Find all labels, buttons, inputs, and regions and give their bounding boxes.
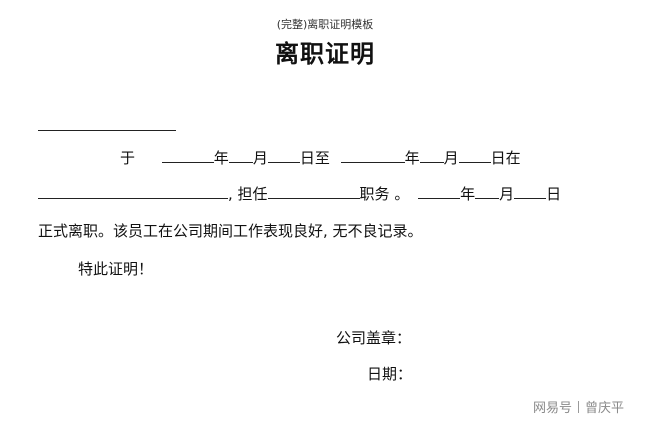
start-day-blank: [267, 148, 300, 163]
leave-day-blank: [514, 184, 547, 199]
text-danren: , 担任: [228, 185, 268, 203]
position-blank: [267, 184, 360, 199]
document-caption: (完整)离职证明模板: [276, 18, 374, 31]
start-month-blank: [228, 148, 253, 163]
text-month: 月: [499, 185, 515, 203]
watermark-author: 曾庆平: [585, 401, 625, 416]
end-month-blank: [419, 148, 444, 163]
text-day-at: 日在: [490, 149, 521, 167]
text-month: 月: [252, 149, 268, 167]
employment-period-line: 于 年 月 日至 年 月 日在: [120, 147, 521, 168]
leave-month-blank: [475, 184, 500, 199]
watermark-divider: [578, 401, 580, 413]
text-day-to: 日至: [299, 149, 330, 167]
start-year-blank: [161, 148, 214, 163]
text-period: 。: [394, 185, 410, 203]
text-day: 日: [546, 185, 562, 203]
date-label: 日期：: [367, 365, 413, 383]
leave-year-blank: [418, 184, 461, 199]
text-year: 年: [460, 185, 476, 203]
text-month: 月: [443, 149, 459, 167]
watermark-brand: 网易号: [533, 401, 573, 416]
certify-line: 特此证明！: [78, 260, 154, 278]
text-year: 年: [213, 149, 229, 167]
end-year-blank: [340, 148, 405, 163]
company-blank: [38, 184, 228, 199]
document-title: 离职证明: [275, 40, 375, 68]
employee-name-blank: [38, 114, 176, 131]
watermark: 网易号曾庆平: [533, 397, 624, 416]
position-line: , 担任 职务 。 年 月 日: [38, 183, 561, 204]
text-zhiwu: 职务: [359, 185, 390, 203]
company-seal-label: 公司盖章：: [336, 329, 412, 347]
text-yu: 于: [120, 149, 136, 167]
text-year: 年: [404, 149, 420, 167]
end-day-blank: [458, 148, 491, 163]
statement-line: 正式离职。该员工在公司期间工作表现良好, 无不良记录。: [38, 222, 423, 240]
